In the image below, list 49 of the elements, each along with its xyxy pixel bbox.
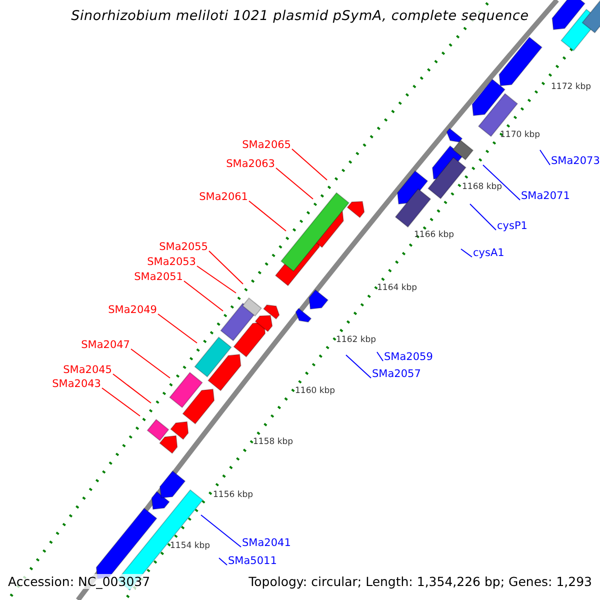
scale-label: 1162 kbp — [336, 335, 376, 345]
leader-line — [460, 248, 472, 258]
leader-line — [292, 148, 328, 180]
gene-label: SMa2047 — [81, 339, 130, 351]
scale-label: 1156 kbp — [213, 490, 254, 500]
gene-label: cysA1 — [473, 247, 504, 259]
gene-label: SMa2063 — [226, 158, 275, 170]
gene-label: cysP1 — [497, 220, 528, 232]
gene-label: SMa2043 — [52, 378, 101, 390]
leader-line — [540, 150, 550, 166]
accession-text: Accession: NC_003037 — [8, 574, 150, 589]
leader-line — [102, 388, 140, 416]
leader-line — [376, 352, 384, 362]
scale-label: 1172 kbp — [551, 82, 592, 92]
leader-line — [184, 280, 224, 312]
title: Sinorhizobium meliloti 1021 plasmid pSymA, complete sequence — [71, 8, 529, 24]
leader-line — [470, 204, 496, 230]
gene-label: SMa2045 — [63, 364, 112, 376]
gene-label: SMa2073 — [551, 155, 600, 167]
leader-line — [112, 374, 152, 404]
gene-label: SMa2065 — [242, 139, 291, 151]
gene-label: SMa2061 — [199, 191, 248, 203]
scale-label: 1166 kbp — [414, 230, 454, 240]
summary-text: Topology: circular; Length: 1,354,226 bp; Genes: 1,293 — [248, 574, 592, 589]
scale-label: 1164 kbp — [377, 283, 418, 293]
leader-line — [130, 348, 170, 378]
scale-label: 1158 kbp — [253, 437, 294, 447]
gene-label: SMa2053 — [147, 256, 196, 268]
gene-label: SMa2059 — [384, 351, 433, 363]
leader-line — [196, 266, 236, 294]
leader-line — [200, 514, 242, 548]
gene-label: SMa5011 — [228, 555, 277, 567]
scale-label: 1160 kbp — [295, 386, 336, 396]
scale-label: 1170 kbp — [500, 130, 540, 140]
scale-label: 1168 kbp — [462, 182, 502, 192]
leader-line — [248, 200, 286, 232]
scale-label: 1154 kbp — [170, 541, 210, 551]
leader-line — [158, 314, 198, 344]
leader-line — [218, 558, 228, 566]
gene-label: SMa2055 — [159, 241, 208, 253]
gene-label: SMa2057 — [372, 368, 421, 380]
leader-line — [482, 164, 520, 200]
gene-label: SMa2049 — [108, 304, 157, 316]
gene-label: SMa2041 — [242, 537, 291, 549]
leader-line — [276, 168, 314, 200]
gene-label: SMa2071 — [521, 190, 570, 202]
leader-line — [346, 354, 372, 378]
gene-label: SMa2051 — [134, 271, 183, 283]
leader-line — [208, 250, 244, 284]
